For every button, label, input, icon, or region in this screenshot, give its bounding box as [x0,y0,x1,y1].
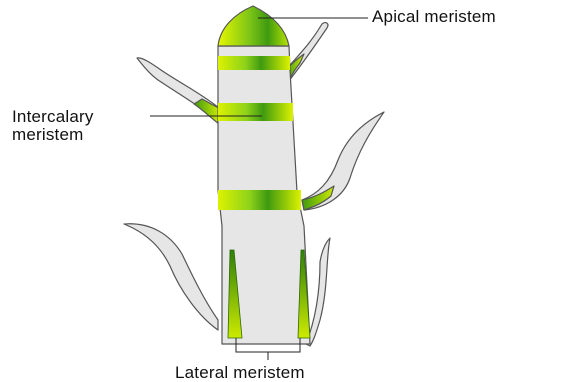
leaf-lower-left [124,224,218,330]
meristem-band-top [218,56,290,70]
intercalary-meristem-band [218,103,293,121]
apical-meristem-label: Apical meristem [372,8,496,26]
intercalary-label-line-2: meristem [12,126,94,144]
leaf-upper-left-base [194,99,219,124]
apical-meristem-tip [218,6,289,46]
intercalary-meristem-label: Intercalary meristem [12,108,94,144]
leaf-middle-right [302,112,384,210]
meristem-band-lower [218,190,301,210]
intercalary-label-line-1: Intercalary [12,108,94,126]
lateral-meristem-label: Lateral meristem [175,364,305,382]
stem [218,6,310,344]
